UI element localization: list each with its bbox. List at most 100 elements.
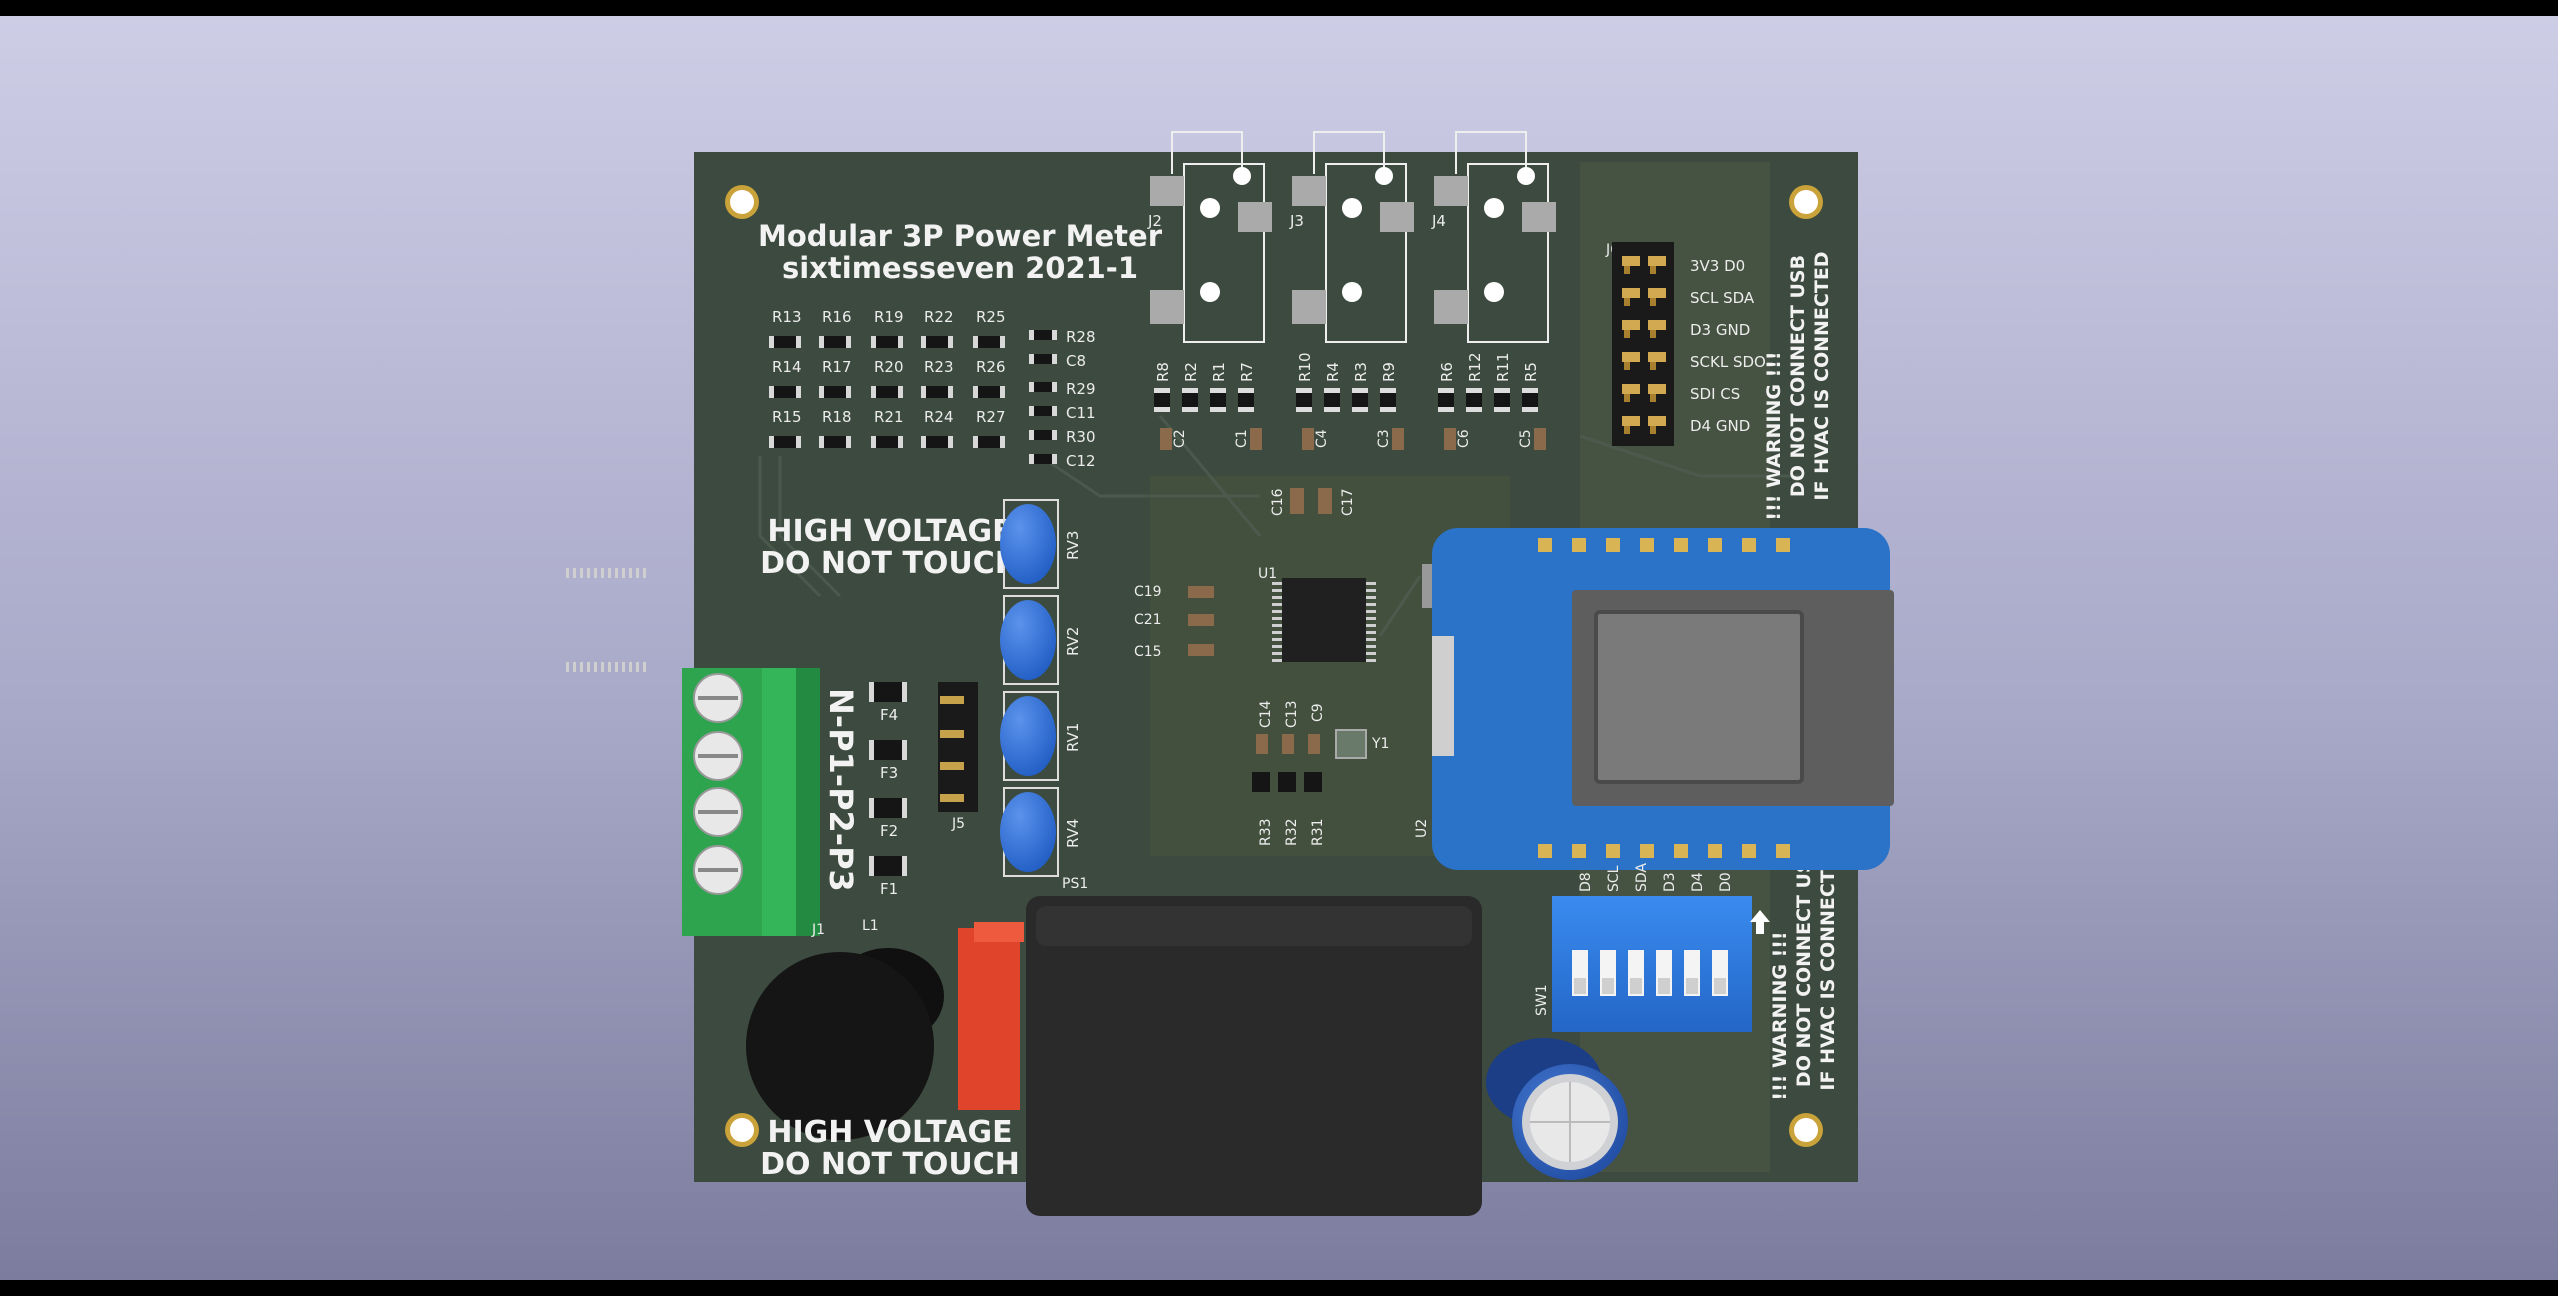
jack-designator-j4: J4 (1431, 212, 1446, 230)
dip-label-sda: SDA (1634, 863, 1650, 892)
c13-label: C13 (1284, 700, 1300, 728)
res-label-r3: R3 (1352, 362, 1370, 382)
c14-label: C14 (1258, 700, 1274, 728)
cap-label-c5: C5 (1518, 429, 1534, 448)
c19-label: C19 (1134, 584, 1162, 600)
pcb-render: Modular 3P Power Meter sixtimesseven 202… (566, 131, 1894, 1216)
side-label-c11: C11 (1066, 404, 1096, 422)
res-label-r2: R2 (1182, 362, 1200, 382)
fuse-label-f3: F3 (880, 764, 898, 782)
res-label-r7: R7 (1238, 362, 1256, 382)
usb-warning-bottom-line2: DO NOT CONNECT USB (1793, 845, 1815, 1087)
usb-warning-bottom-line1: !!! WARNING !!! (1769, 931, 1791, 1100)
cap-label-c4: C4 (1314, 429, 1330, 448)
hv-warning-bottom-line1: HIGH VOLTAGE (767, 1115, 1012, 1150)
usb-warning-top: !!! WARNING !!! DO NOT CONNECT USB IF HV… (1763, 251, 1833, 520)
j1-designator: J1 (811, 922, 825, 938)
j6-pin-label-5: SDI CS (1690, 385, 1740, 403)
cap-label-c2: C2 (1172, 429, 1188, 448)
side-label-c8: C8 (1066, 352, 1086, 370)
res-label-r4: R4 (1324, 362, 1342, 382)
resistor-label-r13: R13 (772, 308, 802, 326)
u2-wemos-module: U2 (1414, 528, 1894, 870)
res-label-r5: R5 (1522, 362, 1540, 382)
r33-label: R33 (1258, 818, 1274, 846)
dip-label-d4: D4 (1690, 872, 1706, 892)
fuse-label-f2: F2 (880, 822, 898, 840)
j6-pin-label-2: SCL SDA (1690, 289, 1755, 307)
dip-label-d3: D3 (1662, 872, 1678, 892)
c21-label: C21 (1134, 612, 1162, 628)
res-label-r10: R10 (1296, 352, 1314, 382)
resistor-label-r22: R22 (924, 308, 954, 326)
electrolytic-capacitor (1486, 1038, 1628, 1180)
side-label-r28: R28 (1066, 328, 1096, 346)
resistor-label-r20: R20 (874, 358, 904, 376)
resistor-label-r18: R18 (822, 408, 852, 426)
res-label-r9: R9 (1380, 362, 1398, 382)
cap-label-c6: C6 (1456, 429, 1472, 448)
res-label-r12: R12 (1466, 352, 1484, 382)
side-label-c12: C12 (1066, 452, 1096, 470)
dip-label-d0: D0 (1718, 872, 1734, 892)
terminal-block-j1: J1 (682, 668, 825, 938)
mounting-holes (725, 185, 1823, 1147)
jack-designator-j2: J2 (1147, 212, 1162, 230)
3d-viewer-viewport[interactable]: Modular 3P Power Meter sixtimesseven 202… (0, 16, 2558, 1280)
sw1-designator: SW1 (1534, 984, 1550, 1016)
board-title-line2: sixtimesseven 2021-1 (782, 251, 1138, 285)
usb-warning-bottom: !!! WARNING !!! DO NOT CONNECT USB IF HV… (1769, 841, 1839, 1100)
usb-warning-top-line1: !!! WARNING !!! (1763, 351, 1785, 520)
fuse-label-f4: F4 (880, 706, 898, 724)
side-label-r30: R30 (1066, 428, 1096, 446)
hv-warning-top-line2: DO NOT TOUCH (760, 546, 1020, 581)
varistor-label-rv3: RV3 (1064, 531, 1082, 560)
header-j6: J6 (1605, 242, 1674, 446)
res-label-r6: R6 (1438, 362, 1456, 382)
varistor-label-rv4: RV4 (1064, 819, 1082, 848)
r32-label: R32 (1284, 818, 1300, 846)
resistor-label-r19: R19 (874, 308, 904, 326)
hv-warning-bottom-line2: DO NOT TOUCH (760, 1147, 1020, 1182)
dip-switch-sw1: SW1 (1534, 896, 1770, 1032)
fuse-label-f1: F1 (880, 880, 898, 898)
varistor-label-rv2: RV2 (1064, 627, 1082, 656)
hv-warning-top-line1: HIGH VOLTAGE (767, 514, 1012, 549)
r31-label: R31 (1310, 818, 1326, 846)
header-j5: J5 (938, 682, 978, 832)
varistor-label-rv1: RV1 (1064, 723, 1082, 752)
cap-label-c1: C1 (1234, 429, 1250, 448)
j6-pin-label-4: SCKL SDO (1690, 353, 1766, 371)
u1-passives: C19 C21 C15 C16 C17 C14 C13 C9 Y1 R33 R3… (1134, 488, 1389, 846)
resistor-label-r27: R27 (976, 408, 1006, 426)
res-label-r11: R11 (1494, 352, 1512, 382)
resistor-label-r14: R14 (772, 358, 802, 376)
board-title-line1: Modular 3P Power Meter (758, 219, 1163, 253)
dip-label-scl: SCL (1606, 865, 1622, 892)
resistor-label-r21: R21 (874, 408, 904, 426)
resistor-label-r23: R23 (924, 358, 954, 376)
j6-pin-label-6: D4 GND (1690, 417, 1750, 435)
inductor-l1: L1 (746, 918, 944, 1140)
c9-label: C9 (1310, 703, 1326, 722)
res-label-r1: R1 (1210, 362, 1228, 382)
j6-pin-label-1: 3V3 D0 (1690, 257, 1745, 275)
x-capacitor (958, 922, 1024, 1110)
resistor-label-r16: R16 (822, 308, 852, 326)
resistor-label-r24: R24 (924, 408, 954, 426)
j6-pin-labels: 3V3 D0 SCL SDA D3 GND SCKL SDO SDI CS D4 GND (1690, 257, 1766, 435)
ps1-designator: PS1 (1062, 876, 1088, 892)
y1-label: Y1 (1371, 736, 1389, 752)
pcb-traces (758, 415, 1800, 637)
side-label-r29: R29 (1066, 380, 1096, 398)
u1-designator: U1 (1258, 566, 1277, 582)
j6-pin-label-3: D3 GND (1690, 321, 1750, 339)
resistor-label-r25: R25 (976, 308, 1006, 326)
j5-designator: J5 (951, 816, 965, 832)
u2-designator: U2 (1414, 819, 1430, 838)
usb-warning-top-line2: DO NOT CONNECT USB (1787, 255, 1809, 497)
